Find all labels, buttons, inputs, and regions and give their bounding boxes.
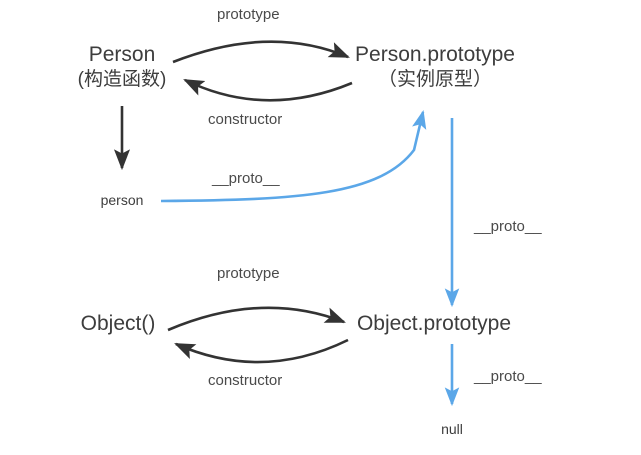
edge-label-object-prototype: prototype — [217, 265, 280, 282]
edge-label-person-prototype: prototype — [217, 6, 280, 23]
node-object-constructor[interactable]: Object() — [68, 311, 168, 337]
node-person-constructor[interactable]: Person (构造函数) — [62, 42, 182, 92]
edge-prototype-to-person — [183, 78, 353, 102]
node-object-prototype-label: Object.prototype — [356, 312, 512, 335]
edge-label-person-constructor: constructor — [208, 111, 283, 128]
edge-object-to-prototype — [167, 306, 346, 332]
edge-objectprototype-to-object — [174, 338, 349, 364]
edge-person-to-prototype — [172, 40, 350, 64]
edge-label-instance-proto: __proto__ — [212, 170, 280, 187]
node-object-constructor-label: Object() — [80, 312, 156, 335]
node-person-instance[interactable]: person — [82, 192, 162, 210]
node-person-instance-label: person — [100, 192, 144, 208]
node-person-constructor-line1: Person — [88, 43, 156, 66]
edge-instance-proto — [160, 109, 427, 203]
edge-label-object-constructor: constructor — [208, 372, 283, 389]
node-person-prototype-line2: （实例原型） — [377, 69, 492, 91]
node-person-prototype[interactable]: Person.prototype （实例原型） — [340, 42, 530, 92]
node-null-label: null — [441, 421, 463, 437]
edge-label-personproto-to-objectproto: __proto__ — [474, 218, 542, 235]
node-person-constructor-line2: (构造函数) — [77, 69, 167, 91]
node-person-prototype-line1: Person.prototype — [355, 43, 515, 66]
node-null[interactable]: null — [422, 421, 482, 439]
node-object-prototype[interactable]: Object.prototype — [344, 311, 524, 337]
edge-label-objectproto-to-null: __proto__ — [474, 368, 542, 385]
